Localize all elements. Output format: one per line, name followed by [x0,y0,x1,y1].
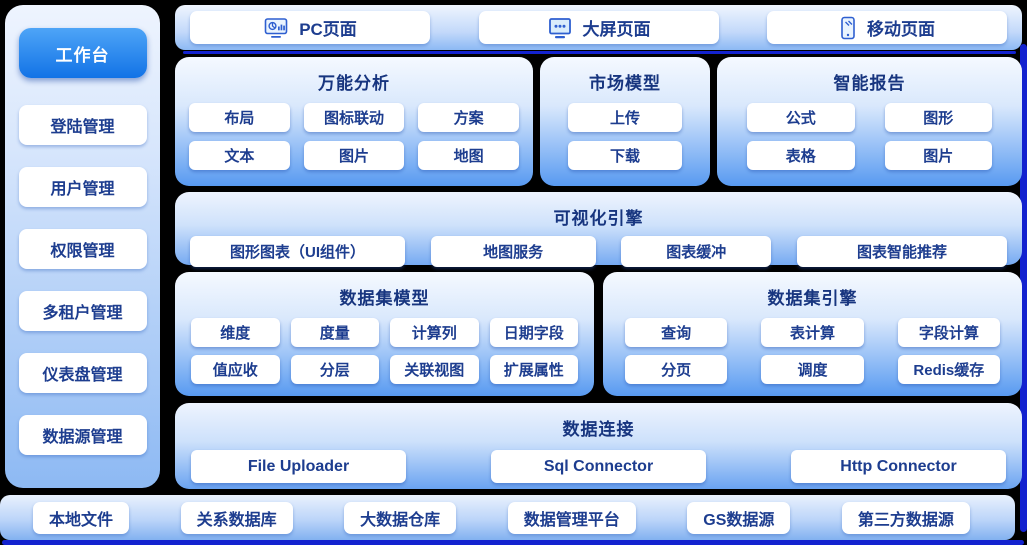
top-nav-mobile-label: 移动页面 [867,20,935,39]
panel-smart-report: 智能报告 公式 图形 表格 图片 [717,57,1022,186]
sidebar-item-dashboard-mgmt[interactable]: 仪表盘管理 [18,353,147,393]
panel-title: 市场模型 [589,74,661,93]
chip-http-connector[interactable]: Http Connector [791,450,1006,483]
chip-pagination[interactable]: 分页 [625,355,728,384]
data-sources-bar: 本地文件 关系数据库 大数据仓库 数据管理平台 GS数据源 第三方数据源 [0,495,1015,540]
chip-date-field[interactable]: 日期字段 [489,318,578,347]
source-relational-db[interactable]: 关系数据库 [180,501,293,534]
panel-title: 万能分析 [318,74,390,93]
source-local-file[interactable]: 本地文件 [33,501,130,534]
chip-upload[interactable]: 上传 [568,103,682,132]
chip-chart-linkage[interactable]: 图标联动 [303,103,405,132]
chip-file-uploader[interactable]: File Uploader [191,450,406,483]
chip-ui-charts[interactable]: 图形图表（UI组件） [190,236,405,267]
chip-query[interactable]: 查询 [625,318,728,347]
chip-layout[interactable]: 布局 [189,103,290,132]
chip-chart-recommend[interactable]: 图表智能推荐 [796,236,1007,267]
chip-calc-column[interactable]: 计算列 [390,318,479,347]
chip-text[interactable]: 文本 [189,141,290,170]
chip-chart-buffer[interactable]: 图表缓冲 [621,236,772,267]
sidebar-item-workbench[interactable]: 工作台 [18,28,147,78]
panel-title: 数据连接 [562,420,635,439]
top-nav-pc-page[interactable]: PC页面 [190,11,430,44]
panel-title: 智能报告 [833,74,906,93]
source-data-mgmt-platform[interactable]: 数据管理平台 [507,501,636,534]
chip-extended-attr[interactable]: 扩展属性 [489,355,578,384]
panel-data-connect: 数据连接 File Uploader Sql Connector Http Co… [175,403,1022,489]
sidebar-item-user-mgmt[interactable]: 用户管理 [18,167,147,207]
chip-redis-cache[interactable]: Redis缓存 [897,355,1000,384]
chip-map-service[interactable]: 地图服务 [430,236,596,267]
top-nav-pc-label: PC页面 [299,20,357,39]
chip-picture[interactable]: 图片 [884,141,992,170]
top-nav-bigscreen-label: 大屏页面 [582,20,651,39]
top-nav-strip: PC页面 大屏页面 [175,5,1022,50]
panel-viz-engine: 可视化引擎 图形图表（UI组件） 地图服务 图表缓冲 图表智能推荐 [175,192,1022,267]
chip-value-mapping[interactable]: 值应收 [191,355,280,384]
source-gs-datasource[interactable]: GS数据源 [687,501,791,534]
sidebar-item-login-mgmt[interactable]: 登陆管理 [18,105,147,145]
bigscreen-monitor-icon [547,17,573,39]
chip-scheduling[interactable]: 调度 [761,355,864,384]
feature-panels-row: 万能分析 布局 图标联动 方案 文本 图片 地图 市场模型 上传 下载 智能报告 [175,57,1022,186]
panel-title: 可视化引擎 [553,209,644,228]
main-content: PC页面 大屏页面 [175,5,1022,489]
chip-table[interactable]: 表格 [747,141,855,170]
panel-title: 数据集引擎 [767,289,858,308]
sidebar-item-multitenant-mgmt[interactable]: 多租户管理 [18,291,147,331]
chip-graphic[interactable]: 图形 [884,103,992,132]
accent-edge-right [1020,44,1027,532]
chip-download[interactable]: 下载 [568,141,682,170]
dataset-panels-row: 数据集模型 维度 度量 计算列 日期字段 值应收 分层 关联视图 扩展属性 数据… [175,272,1022,396]
accent-edge-bottom [2,540,1024,545]
source-bigdata-warehouse[interactable]: 大数据仓库 [344,501,457,534]
chip-scheme[interactable]: 方案 [418,103,519,132]
panel-universal-analysis: 万能分析 布局 图标联动 方案 文本 图片 地图 [175,57,533,186]
pc-monitor-chart-icon [263,17,289,39]
sidebar-item-datasource-mgmt[interactable]: 数据源管理 [18,415,147,455]
chip-linked-view[interactable]: 关联视图 [390,355,479,384]
chip-sql-connector[interactable]: Sql Connector [491,450,706,483]
accent-edge-top [183,51,1016,54]
chip-measure[interactable]: 度量 [290,318,379,347]
panel-title: 数据集模型 [339,289,430,308]
chip-image[interactable]: 图片 [303,141,405,170]
chip-table-calc[interactable]: 表计算 [761,318,864,347]
sidebar: 工作台 登陆管理 用户管理 权限管理 多租户管理 仪表盘管理 数据源管理 [5,5,160,488]
panel-dataset-engine: 数据集引擎 查询 表计算 字段计算 分页 调度 Redis缓存 [603,272,1022,396]
chip-hierarchy[interactable]: 分层 [290,355,379,384]
sidebar-item-permission-mgmt[interactable]: 权限管理 [18,229,147,269]
chip-formula[interactable]: 公式 [747,103,855,132]
panel-dataset-model: 数据集模型 维度 度量 计算列 日期字段 值应收 分层 关联视图 扩展属性 [175,272,594,396]
panel-market-model: 市场模型 上传 下载 [540,57,710,186]
chip-map[interactable]: 地图 [418,141,519,170]
chip-dimension[interactable]: 维度 [191,318,280,347]
top-nav-bigscreen-page[interactable]: 大屏页面 [478,11,719,44]
chip-field-calc[interactable]: 字段计算 [897,318,1000,347]
mobile-phone-icon [839,16,857,40]
source-thirdparty-datasource[interactable]: 第三方数据源 [841,501,970,534]
top-nav-mobile-page[interactable]: 移动页面 [767,11,1007,44]
